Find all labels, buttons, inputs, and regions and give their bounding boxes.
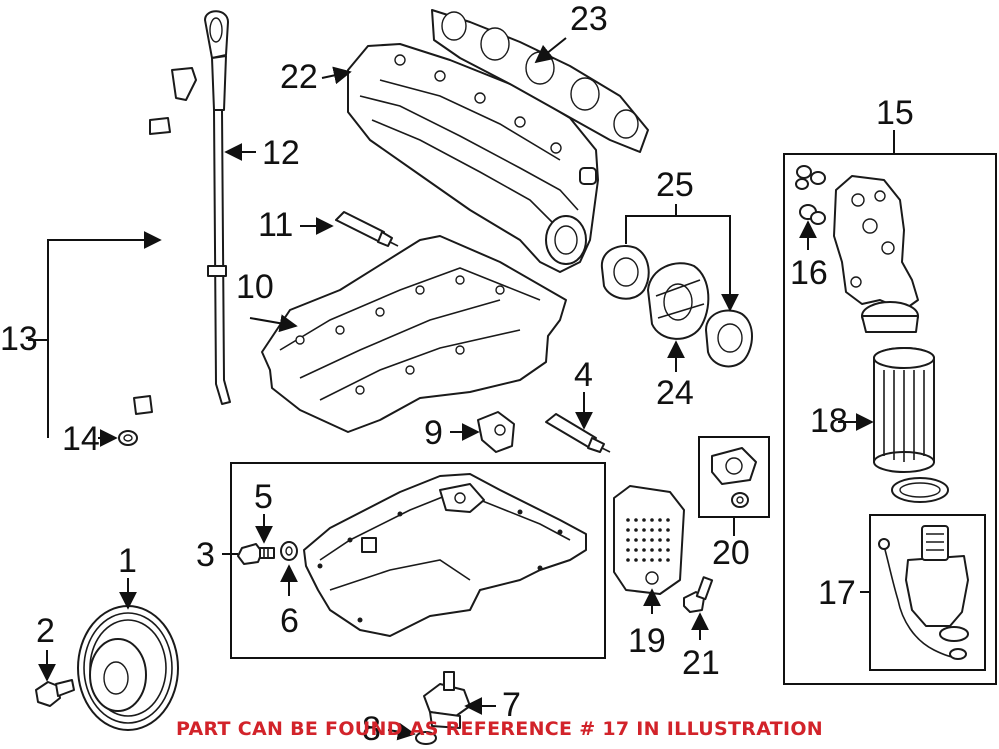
callout-11: 11 [258, 206, 294, 244]
leader-lines [28, 37, 895, 741]
callout-25: 25 [656, 166, 694, 204]
bolt-21-part [683, 576, 714, 613]
callout-24: 24 [656, 374, 694, 412]
oil-filter-housing-box [783, 153, 997, 685]
oil-pan-part [303, 473, 587, 637]
callout-14: 14 [62, 420, 100, 458]
crank-pulley-part [77, 605, 179, 731]
callout-5: 5 [254, 478, 273, 516]
gasket-25-lower-part [705, 309, 753, 368]
gasket-kit-parts [711, 447, 757, 508]
o-rings-16-part [795, 165, 826, 225]
valve-cover-part [347, 43, 599, 273]
seal-8-part [415, 731, 437, 745]
manifold-gasket-part [431, 9, 649, 153]
callout-18: 18 [810, 402, 848, 440]
reference-note: PART CAN BE FOUND AS REFERENCE # 17 IN I… [175, 718, 824, 740]
bolt-5-part [237, 543, 275, 565]
callout-22: 22 [280, 58, 318, 96]
callout-3: 3 [196, 536, 215, 574]
oil-pan-group-box [230, 462, 606, 659]
callout-9: 9 [424, 414, 443, 452]
callout-10: 10 [236, 268, 274, 306]
callout-7: 7 [502, 686, 521, 724]
oil-level-sensor-part [423, 671, 471, 729]
callout-13: 13 [0, 320, 38, 358]
dipstick-tube-part [133, 67, 197, 415]
pulley-bolt-part [35, 679, 75, 707]
callout-17: 17 [818, 574, 856, 612]
callout-20: 20 [712, 534, 750, 572]
callout-6: 6 [280, 602, 299, 640]
filter-cap-kit-part [878, 525, 969, 660]
adapter-24-part [647, 262, 710, 340]
filter-housing-part [833, 175, 919, 333]
gasket-25-upper-part [600, 245, 650, 300]
callout-19: 19 [628, 622, 666, 660]
oil-filter-element-part [873, 347, 949, 503]
gasket-kit-box [698, 436, 770, 518]
oil-cooler-part [613, 485, 685, 595]
upper-oil-pan-part [261, 235, 567, 433]
callout-15: 15 [876, 94, 914, 132]
callout-8: 8 [362, 710, 381, 748]
sealant-tube-11-part [335, 211, 399, 247]
callout-23: 23 [570, 0, 608, 38]
sensor-9-part [477, 411, 515, 453]
callout-21: 21 [682, 644, 720, 682]
callout-1: 1 [118, 542, 137, 580]
dipstick-part [204, 10, 231, 405]
washer-6-part [280, 541, 298, 561]
callout-16: 16 [790, 254, 828, 292]
callout-2: 2 [36, 612, 55, 650]
sealant-tube-4-part [545, 413, 611, 453]
callout-4: 4 [574, 356, 593, 394]
o-ring-14-part [118, 430, 138, 446]
callout-12: 12 [262, 134, 300, 172]
